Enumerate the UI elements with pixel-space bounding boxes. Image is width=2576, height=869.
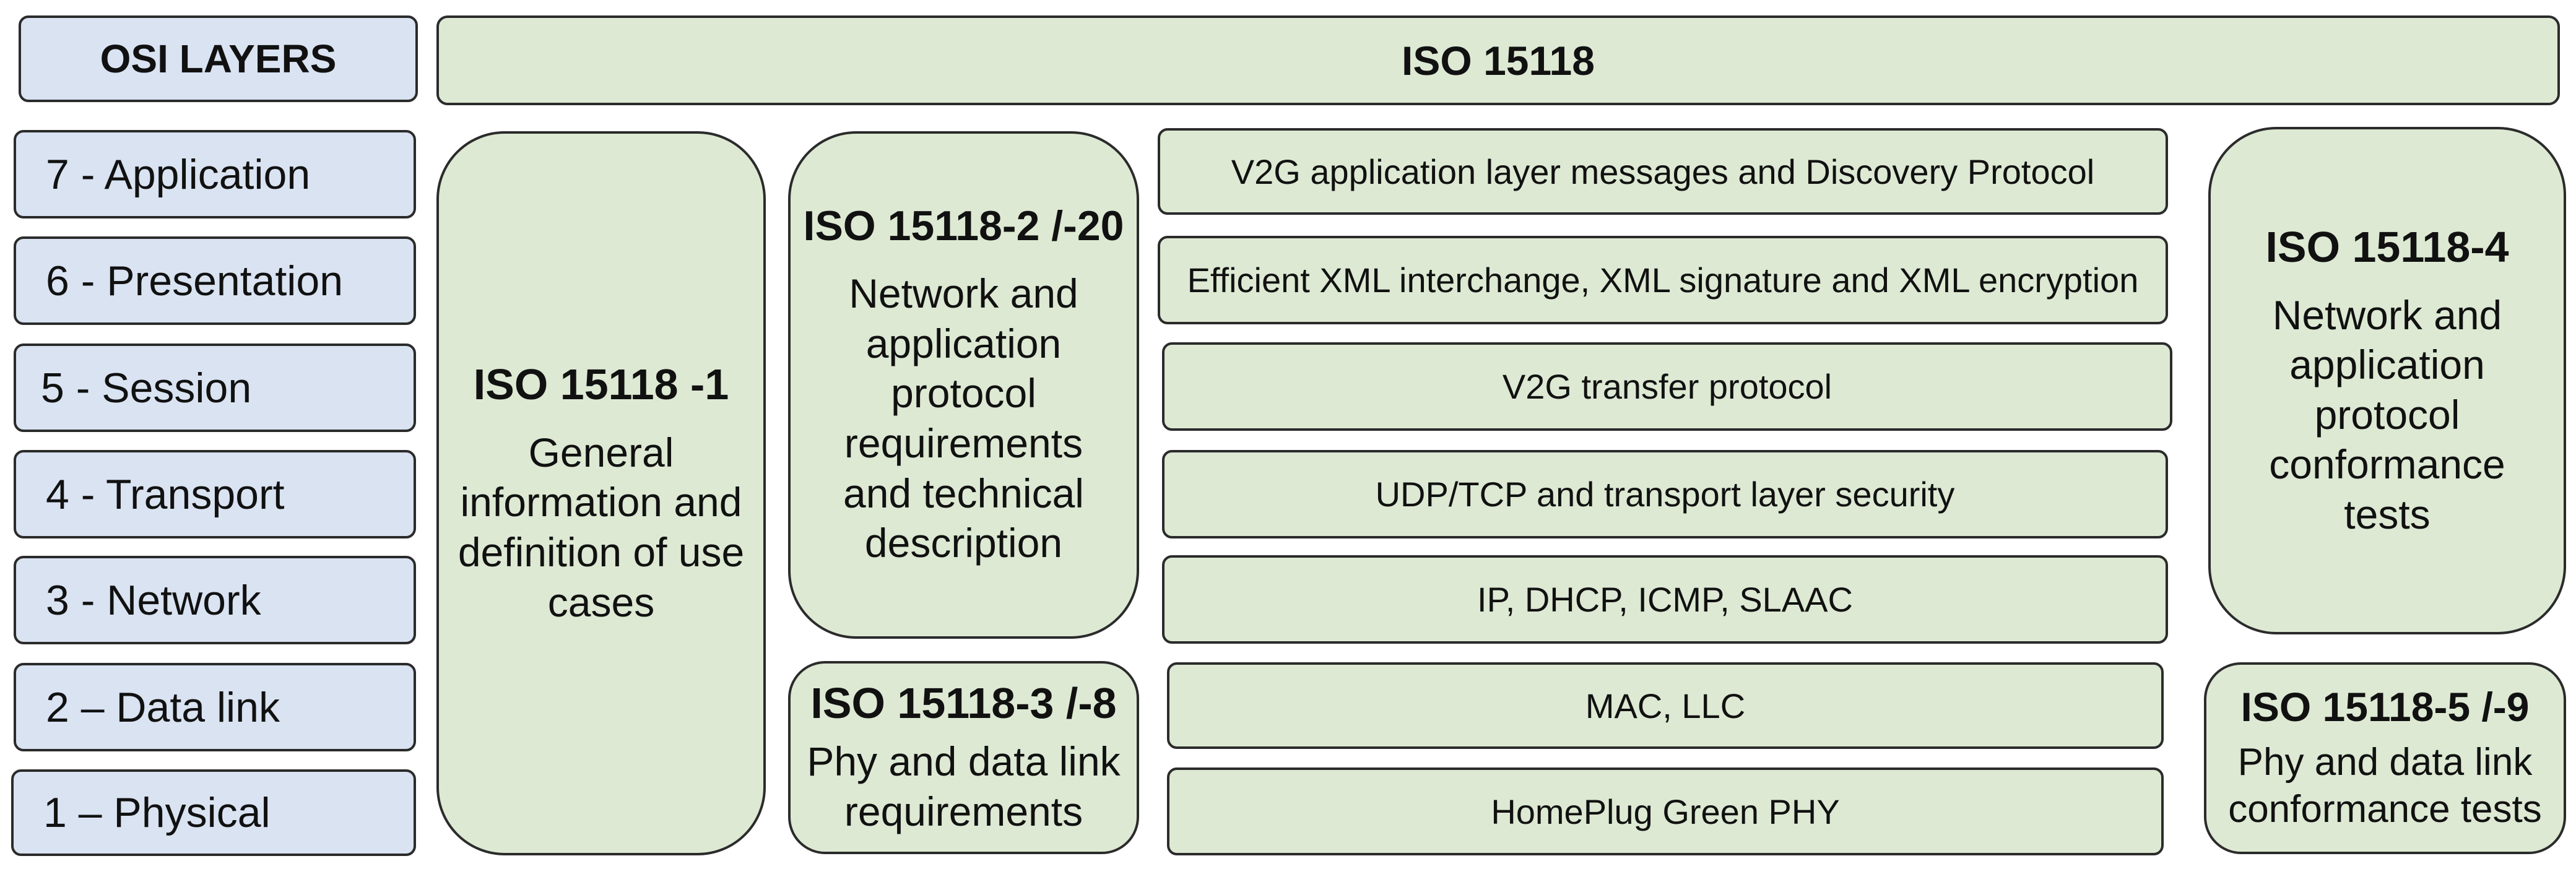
iso-15118-1-desc-line: General [528,429,674,475]
iso-15118-3-title: ISO 15118-3 /-8 [810,679,1117,728]
protocol-label: HomePlug Green PHY [1491,792,1840,831]
osi-layer-label: 3 - Network [46,576,261,624]
iso-15118-2-desc-line: requirements [844,420,1083,466]
iso-15118-5-desc-line: Phy and data link [2237,741,2533,784]
protocol-label: Efficient XML interchange, XML signature… [1187,261,2139,300]
osi-layer-2: 2 – Data link [14,663,416,751]
iso-15118-5-desc-line: conformance tests [2228,788,2542,831]
iso-15118-2-box: ISO 15118-2 /-20 Network and application… [788,131,1139,639]
iso-15118-4-desc-line: Network and [2272,292,2502,338]
iso-15118-2-desc-line: application [865,320,1062,366]
osi-layer-3: 3 - Network [14,556,416,644]
osi-layer-7: 7 - Application [14,130,416,218]
protocol-box-session: V2G transfer protocol [1162,342,2172,431]
protocol-box-physical: HomePlug Green PHY [1167,767,2164,855]
iso-15118-5-box: ISO 15118-5 /-9 Phy and data link confor… [2204,662,2566,854]
iso-15118-2-desc-line: description [864,520,1063,566]
iso-15118-1-desc-line: cases [547,579,655,625]
iso-15118-3-desc-line: requirements [844,789,1083,834]
osi-layer-5: 5 - Session [14,344,416,432]
iso-15118-5-title: ISO 15118-5 /-9 [2240,684,2530,730]
iso-15118-4-title: ISO 15118-4 [2265,222,2509,271]
osi-layer-label: 7 - Application [46,150,311,198]
iso-15118-2-title: ISO 15118-2 /-20 [803,202,1124,250]
iso-15118-3-desc-line: Phy and data link [807,738,1121,785]
protocol-label: V2G application layer messages and Disco… [1231,152,2095,191]
iso-15118-1-box: ISO 15118 -1 General information and def… [436,131,766,855]
iso-15118-header: ISO 15118 [436,15,2560,105]
protocol-box-application: V2G application layer messages and Disco… [1158,128,2168,215]
osi-layer-label: 6 - Presentation [46,257,344,305]
protocol-label: IP, DHCP, ICMP, SLAAC [1477,580,1853,619]
iso-15118-1-title: ISO 15118 -1 [473,360,729,409]
iso-15118-3-box: ISO 15118-3 /-8 Phy and data link requir… [788,661,1139,854]
osi-layer-label: 5 - Session [41,364,252,412]
osi-layer-label: 1 – Physical [43,789,271,836]
iso-15118-4-desc-line: tests [2344,491,2431,537]
iso-15118-2-desc-line: protocol [891,370,1036,417]
osi-layer-label: 2 – Data link [46,683,280,731]
osi-layer-label: 4 - Transport [46,470,285,518]
iso-15118-2-desc-line: Network and [849,270,1078,317]
osi-layer-4: 4 - Transport [14,450,416,538]
protocol-label: UDP/TCP and transport layer security [1375,475,1955,514]
protocol-box-network: IP, DHCP, ICMP, SLAAC [1162,555,2168,644]
osi-layers-header-label: OSI LAYERS [100,37,337,81]
iso-15118-header-label: ISO 15118 [1402,37,1595,84]
osi-layers-header: OSI LAYERS [19,15,418,102]
protocol-label: MAC, LLC [1585,686,1746,725]
osi-layer-6: 6 - Presentation [14,236,416,325]
iso-15118-4-desc-line: conformance [2269,441,2505,488]
iso-15118-1-desc-line: information and [460,479,742,525]
iso-15118-1-desc-line: definition of use [458,529,745,575]
iso-15118-4-desc-line: application [2289,342,2485,388]
protocol-box-data-link: MAC, LLC [1167,662,2164,749]
protocol-box-transport: UDP/TCP and transport layer security [1162,450,2168,538]
iso-15118-2-desc-line: and technical [843,470,1084,516]
iso-15118-4-desc-line: protocol [2314,391,2460,438]
iso-15118-4-box: ISO 15118-4 Network and application prot… [2208,127,2566,634]
osi-layer-1: 1 – Physical [11,769,416,856]
protocol-label: V2G transfer protocol [1502,367,1832,406]
protocol-box-presentation: Efficient XML interchange, XML signature… [1158,236,2168,324]
